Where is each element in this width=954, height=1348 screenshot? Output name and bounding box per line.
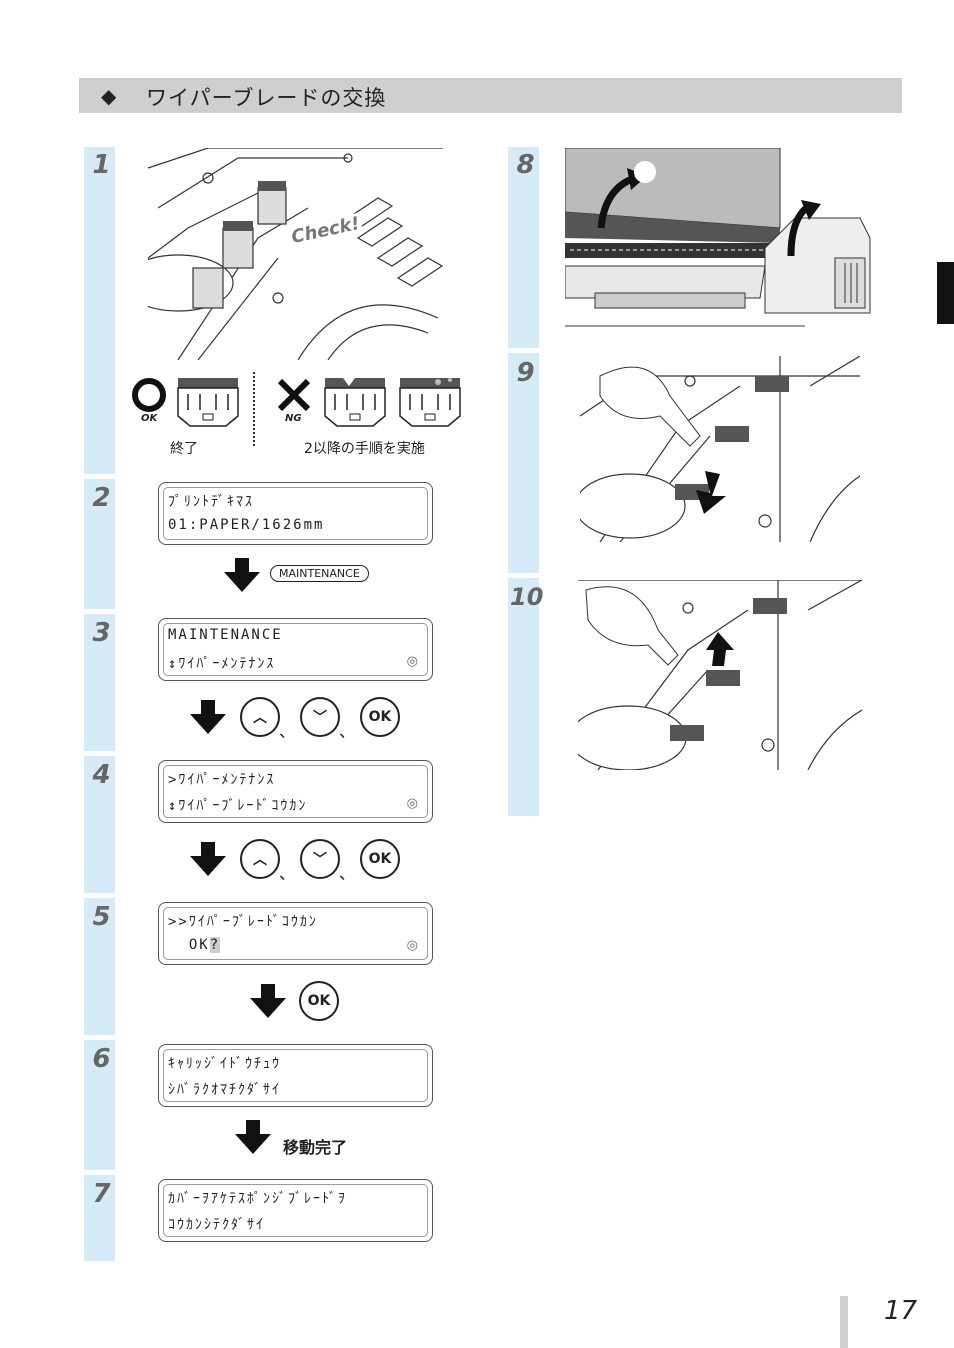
down-arrow-icon [250,984,286,1018]
lcd-line-2: OK? [168,937,221,953]
step-strip-5 [84,898,115,1035]
maintenance-key[interactable]: MAINTENANCE [270,565,369,582]
section-title: ワイパーブレードの交換 [146,86,387,110]
ok-button[interactable]: OK [360,839,400,879]
lcd-line-2-text: OK [168,937,210,953]
separator: 、 [339,722,356,741]
ng-caption: 2以降の手順を実施 [304,441,425,457]
chapter-tab [937,262,954,324]
step-number: 2 [92,483,111,513]
step-strip-7 [84,1175,115,1261]
enter-icon: ◎ [406,796,418,811]
step-number: 6 [92,1044,111,1074]
down-arrow-icon [190,842,226,876]
step-number: 7 [92,1179,111,1209]
down-arrow-icon [190,700,226,734]
enter-icon: ◎ [406,654,418,669]
lcd-line-2: ↕ﾜｲﾊﾟｰﾒﾝﾃﾅﾝｽ [168,656,276,672]
up-button[interactable]: ︿ [240,839,280,879]
step-strip-3 [84,614,115,751]
ok-circle-icon [132,378,166,412]
step-number: 8 [516,150,535,180]
step-number: 1 [92,150,111,180]
step-strip-8 [508,147,539,348]
lcd-line-1: ｶﾊﾞｰｦｱｹﾃｽﾎﾟﾝｼﾞﾌﾞﾚｰﾄﾞｦ [168,1191,347,1207]
down-arrow-icon [235,1120,271,1154]
wiper-removal-illustration [580,356,860,542]
enter-icon: ◎ [406,938,418,953]
lcd-line-1: >>ﾜｲﾊﾟｰﾌﾞﾚｰﾄﾞｺｳｶﾝ [168,914,318,930]
ok-button[interactable]: OK [299,981,339,1021]
step-number: 3 [92,618,111,648]
separator: 、 [339,864,356,883]
lcd-line-2: ｺｳｶﾝｼﾃｸﾀﾞｻｲ [168,1217,265,1233]
move-complete-label: 移動完了 [283,1138,348,1157]
up-button[interactable]: ︿ [240,697,280,737]
lcd-line-1: >ﾜｲﾊﾟｰﾒﾝﾃﾅﾝｽ [168,772,276,788]
step-strip-10 [508,578,539,816]
wiper-ng-icon [399,378,461,427]
step-number: 4 [92,760,111,790]
step-number: 9 [516,358,535,388]
lcd-line-1: MAINTENANCE [168,627,283,643]
ok-button[interactable]: OK [360,697,400,737]
printer-cover-illustration [565,148,871,332]
wiper-insertion-illustration [578,580,862,770]
lcd-display: >>ﾜｲﾊﾟｰﾌﾞﾚｰﾄﾞｺｳｶﾝ OK? ◎ [158,902,433,965]
lcd-line-2: ｼﾊﾞﾗｸｵﾏﾁｸﾀﾞｻｲ [168,1082,281,1098]
lcd-line-1: ｷｬﾘｯｼﾞｲﾄﾞｳﾁｭｳ [168,1056,281,1072]
lcd-display: ｶﾊﾞｰｦｱｹﾃｽﾎﾟﾝｼﾞﾌﾞﾚｰﾄﾞｦ ｺｳｶﾝｼﾃｸﾀﾞｻｲ [158,1179,433,1242]
section-title-bar [79,78,902,113]
down-button[interactable]: ﹀ [300,839,340,879]
diamond-icon: ◆ [101,84,117,108]
lcd-line-1: ﾌﾟﾘﾝﾄﾃﾞｷﾏｽ [168,494,254,510]
lcd-display: >ﾜｲﾊﾟｰﾒﾝﾃﾅﾝｽ ↕ﾜｲﾊﾟｰﾌﾞﾚｰﾄﾞｺｳｶﾝ ◎ [158,760,433,823]
lcd-display: ｷｬﾘｯｼﾞｲﾄﾞｳﾁｭｳ ｼﾊﾞﾗｸｵﾏﾁｸﾀﾞｻｲ [158,1044,433,1107]
ng-mark: NG [285,413,302,424]
step-strip-6 [84,1040,115,1170]
separator: 、 [279,864,296,883]
ok-caption: 終了 [170,441,198,457]
lcd-line-2: 01:PAPER/1626mm [168,517,325,533]
wiper-ng-icon [324,378,386,427]
step-strip-4 [84,756,115,893]
divider-dotted [253,372,255,446]
lcd-line-2: ↕ﾜｲﾊﾟｰﾌﾞﾚｰﾄﾞｺｳｶﾝ [168,798,308,814]
ok-mark: OK [141,413,158,424]
ng-cross-icon [277,378,311,412]
down-arrow-icon [224,558,260,592]
step-number: 10 [510,583,544,611]
wiper-ok-icon [177,378,239,427]
lcd-display: ﾌﾟﾘﾝﾄﾃﾞｷﾏｽ 01:PAPER/1626mm [158,482,433,545]
step-strip-2 [84,479,115,609]
step-strip-9 [508,353,539,573]
lcd-cursor: ? [209,937,221,953]
page-number-bar [840,1296,848,1348]
lcd-display: MAINTENANCE ↕ﾜｲﾊﾟｰﾒﾝﾃﾅﾝｽ ◎ [158,618,433,681]
separator: 、 [279,722,296,741]
step-number: 5 [92,902,111,932]
down-button[interactable]: ﹀ [300,697,340,737]
carriage-illustration [148,148,443,360]
step-strip-1 [84,147,115,474]
page-number: 17 [884,1296,918,1326]
